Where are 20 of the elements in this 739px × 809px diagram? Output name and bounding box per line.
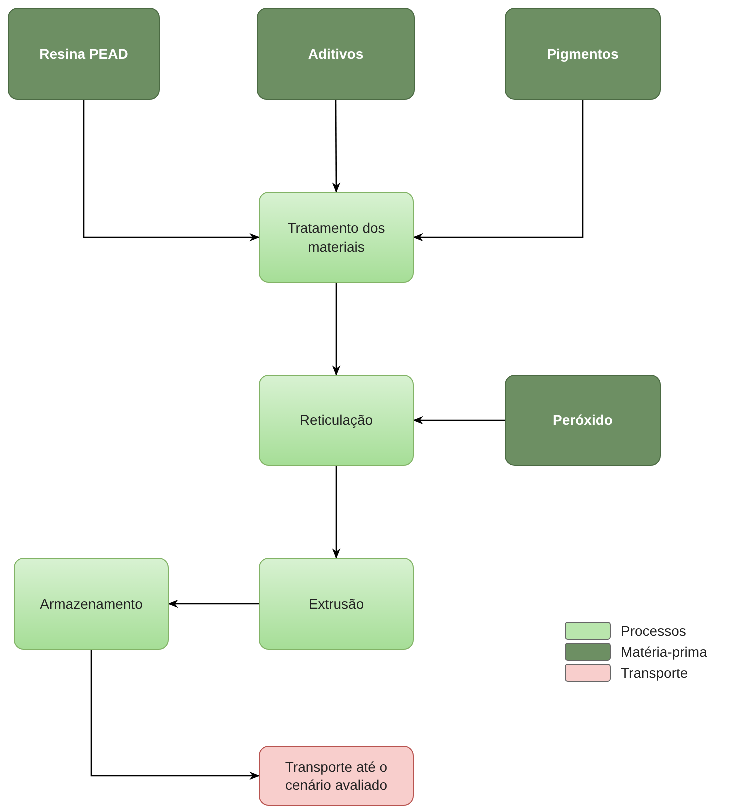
arrow [168, 600, 259, 608]
arrow [412, 416, 505, 425]
arrow [412, 100, 584, 242]
legend-label: Processos [621, 623, 686, 639]
legend-label: Matéria-prima [621, 644, 708, 660]
material-box: Peróxido [505, 375, 661, 466]
arrow [90, 650, 260, 780]
arrow [83, 100, 260, 242]
material-box: Aditivos [257, 8, 415, 100]
process-box: Tratamento dos materiais [259, 192, 414, 283]
process-box: Armazenamento [14, 558, 169, 650]
material-box: Pigmentos [505, 8, 661, 100]
arrow [332, 283, 341, 376]
process-box: Extrusão [259, 558, 414, 650]
legend-label: Transporte [621, 665, 688, 681]
arrow [332, 466, 341, 560]
arrow [332, 100, 341, 194]
material-box: Resina PEAD [8, 8, 160, 100]
process-box: Reticulação [259, 375, 414, 466]
process-box: Transporte até o cenário avaliado [259, 746, 414, 806]
